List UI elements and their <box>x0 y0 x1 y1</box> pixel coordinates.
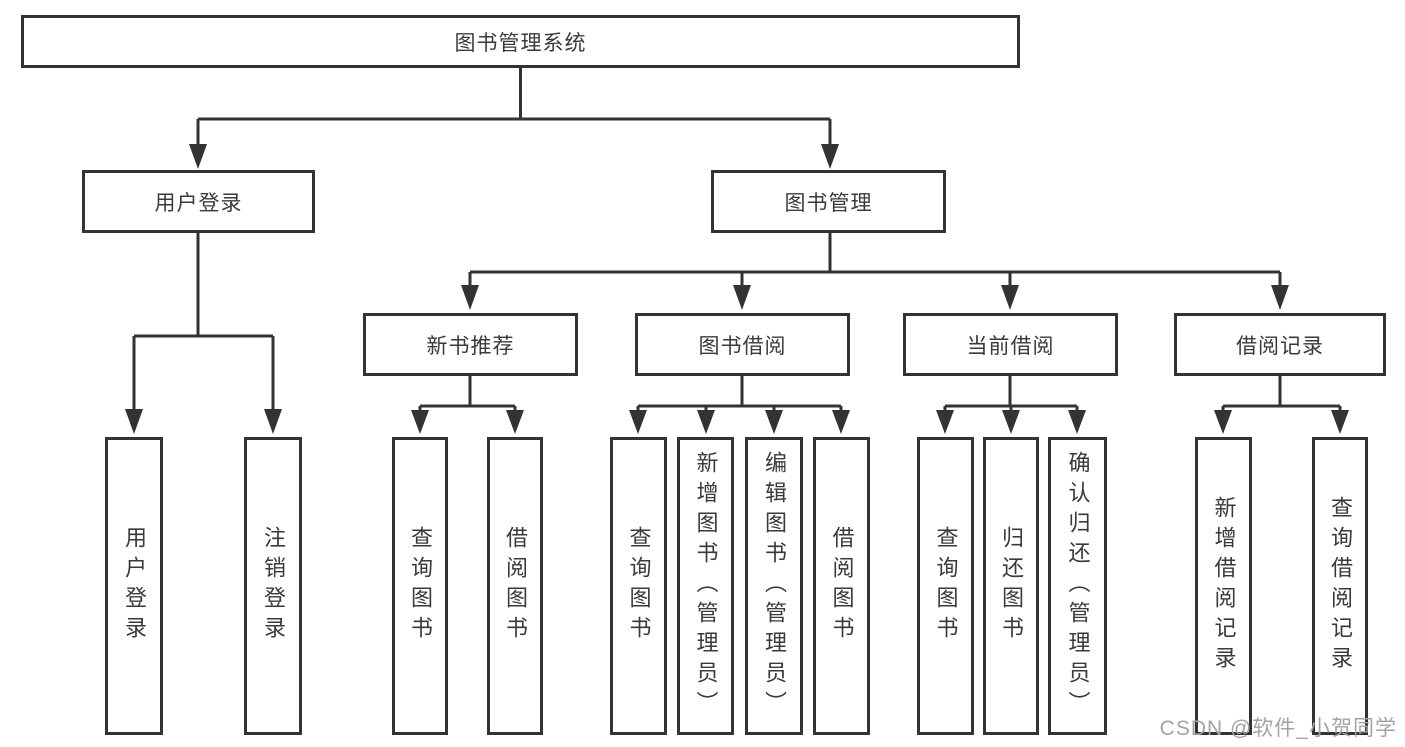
leaf-cb-confirm-return-admin: 确认归还（管理员） <box>1048 437 1107 735</box>
connector-book-management-children <box>461 233 1289 310</box>
node-new-book-recommend: 新书推荐 <box>363 313 578 376</box>
arrowhead-icon <box>765 410 783 434</box>
node-root: 图书管理系统 <box>21 15 1020 68</box>
connector-user-login-children <box>125 233 282 434</box>
leaf-br-query-borrow-record: 查询借阅记录 <box>1312 437 1368 735</box>
node-user-login: 用户登录 <box>82 170 315 233</box>
leaf-bb-borrow-book: 借阅图书 <box>813 437 870 735</box>
arrowhead-icon <box>629 410 647 434</box>
arrowhead-icon <box>1001 285 1019 310</box>
arrowhead-icon <box>832 410 850 434</box>
arrowhead-icon <box>506 410 524 434</box>
connector-book-borrow-children <box>629 376 850 434</box>
arrowhead-icon <box>821 144 839 169</box>
leaf-nb-borrow-book: 借阅图书 <box>487 437 543 735</box>
arrowhead-icon <box>936 410 954 434</box>
arrowhead-icon <box>1331 410 1349 434</box>
node-borrow-record: 借阅记录 <box>1174 313 1386 376</box>
arrowhead-icon <box>1002 410 1020 434</box>
arrowhead-icon <box>697 410 715 434</box>
arrowhead-icon <box>1271 285 1289 310</box>
connector-root-to-level2 <box>189 68 839 169</box>
leaf-logout-login: 注销登录 <box>244 437 302 735</box>
arrowhead-icon <box>411 410 429 434</box>
connector-borrow-record-children <box>1214 376 1349 434</box>
node-book-borrow: 图书借阅 <box>635 313 850 376</box>
arrowhead-icon <box>1068 410 1086 434</box>
leaf-cb-query-book: 查询图书 <box>917 437 974 735</box>
arrowhead-icon <box>264 409 282 434</box>
leaf-bb-edit-book-admin: 编辑图书（管理员） <box>745 437 803 735</box>
leaf-nb-query-book: 查询图书 <box>392 437 448 735</box>
arrowhead-icon <box>189 144 207 169</box>
arrowhead-icon <box>461 285 479 310</box>
arrowhead-icon <box>1214 410 1232 434</box>
leaf-bb-add-book-admin: 新增图书（管理员） <box>677 437 734 735</box>
connector-current-borrow-children <box>936 376 1086 434</box>
csdn-watermark: CSDN @软件_小贺同学 <box>1159 717 1397 740</box>
connector-new-book-children <box>411 376 524 434</box>
leaf-cb-return-book: 归还图书 <box>983 437 1039 735</box>
node-current-borrow: 当前借阅 <box>903 313 1118 376</box>
node-book-management: 图书管理 <box>711 170 946 233</box>
arrowhead-icon <box>125 409 143 434</box>
arrowhead-icon <box>733 285 751 310</box>
leaf-bb-query-book: 查询图书 <box>610 437 667 735</box>
leaf-br-add-borrow-record: 新增借阅记录 <box>1195 437 1252 735</box>
leaf-user-login: 用户登录 <box>105 437 163 735</box>
